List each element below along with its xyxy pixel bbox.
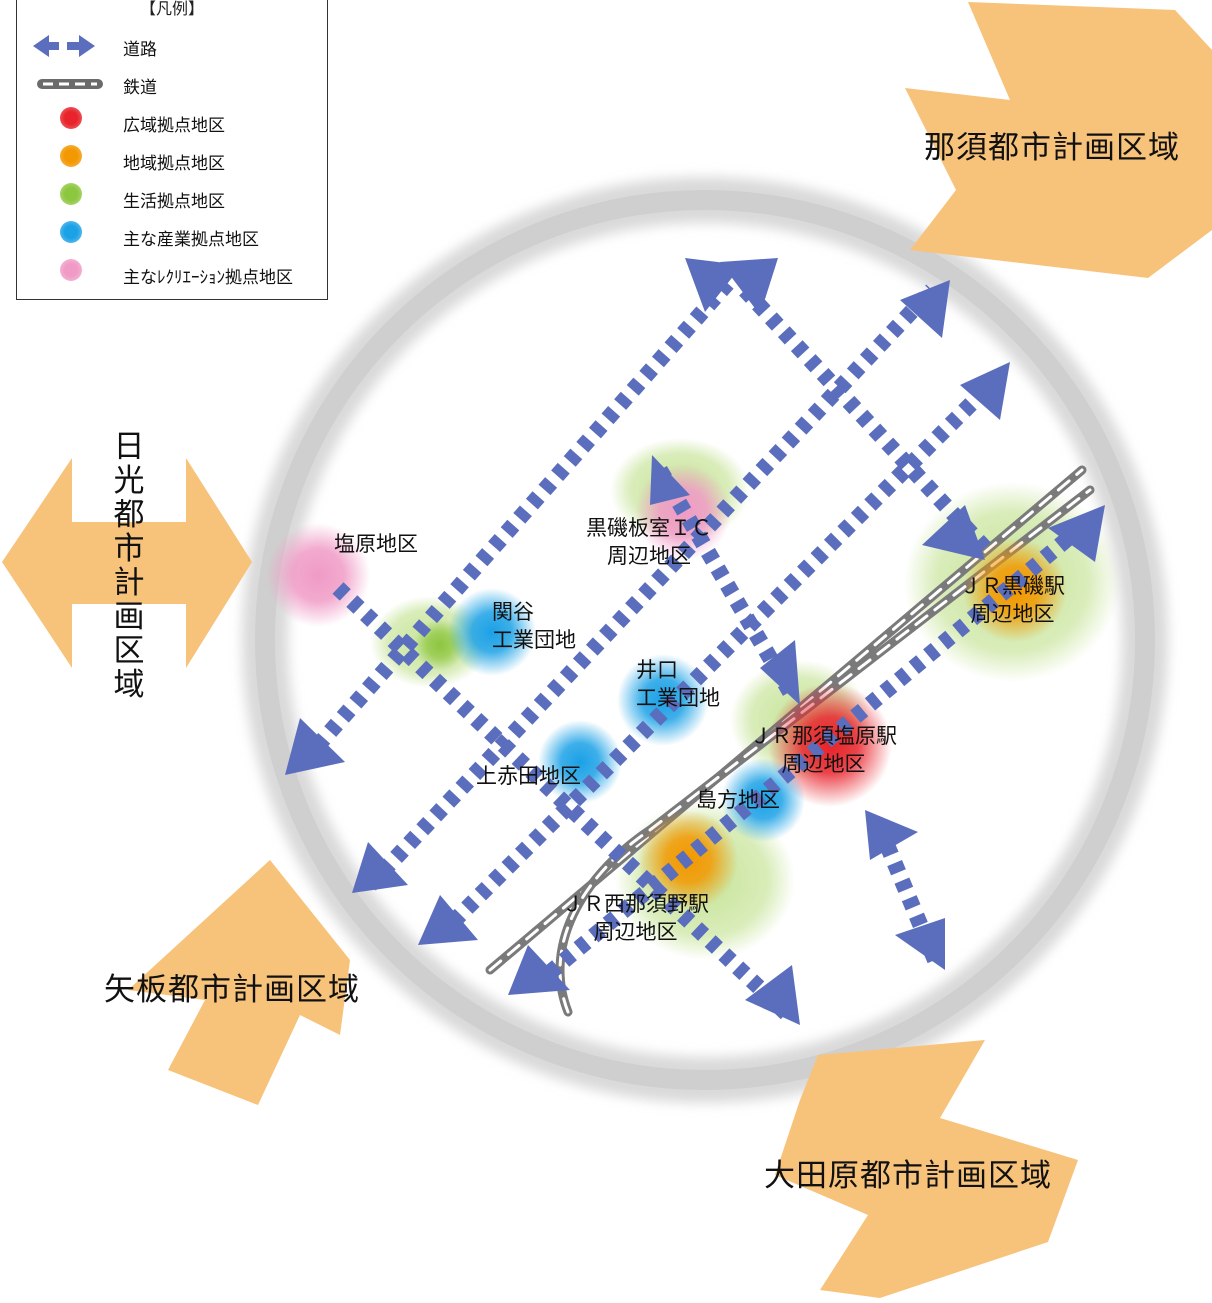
district-iguchi: 井口 工業団地 — [636, 656, 720, 712]
district-kuroiso-ic-line1: 黒磯板室ＩＣ — [586, 516, 712, 540]
road-arrows — [299, 269, 1096, 1021]
legend: 【凡例】 道路 鉄道 広域拠点地区 地域拠点地区 生活拠点地区 主な産業拠点地区… — [16, 0, 328, 300]
district-shimakata: 島方地区 — [696, 788, 780, 812]
legend-item-living: 生活拠点地区 — [17, 179, 327, 217]
legend-label-living: 生活拠点地区 — [123, 192, 225, 212]
road-arrowheads — [285, 258, 1105, 1025]
district-jr-nasushiobara-line1: ＪＲ那須塩原駅 — [750, 724, 897, 748]
district-sekiya-line1: 関谷 — [492, 600, 534, 624]
living-dot-icon — [60, 183, 82, 205]
legend-label-wide-area: 広域拠点地区 — [123, 116, 225, 136]
wide-area-dot-icon — [60, 107, 82, 129]
legend-label-recreation: 主なﾚｸﾘｴｰｼｮﾝ拠点地区 — [123, 268, 293, 288]
district-jr-kuroiso-line2: 周辺地区 — [970, 602, 1055, 626]
region-label-yaita: 矢板都市計画区域 — [104, 972, 360, 1008]
district-shiobara: 塩原地区 — [334, 532, 418, 556]
regional-dot-icon — [60, 145, 82, 167]
district-jr-nishinasuno-line2: 周辺地区 — [593, 920, 678, 944]
legend-label-road: 道路 — [123, 40, 157, 60]
industrial-dot-icon — [60, 221, 82, 243]
region-label-nasu: 那須都市計画区域 — [924, 130, 1180, 166]
district-jr-kuroiso-line1: ＪＲ黒磯駅 — [960, 574, 1065, 598]
region-arrow-nasu — [905, 2, 1212, 278]
railway-icon — [37, 79, 103, 89]
region-arrow-otawara — [775, 1040, 1078, 1298]
district-jr-nishinasuno-line1: ＪＲ西那須野駅 — [562, 892, 709, 916]
legend-item-recreation: 主なﾚｸﾘｴｰｼｮﾝ拠点地区 — [17, 255, 327, 293]
road-arrow-icon — [33, 35, 95, 57]
district-kuroiso-ic: 黒磯板室ＩＣ 周辺地区 — [586, 514, 712, 570]
legend-item-industrial: 主な産業拠点地区 — [17, 217, 327, 255]
district-sekiya: 関谷 工業団地 — [492, 598, 576, 654]
district-jr-nasushiobara-line2: 周辺地区 — [781, 752, 866, 776]
legend-label-industrial: 主な産業拠点地区 — [123, 230, 259, 250]
district-kuroiso-ic-line2: 周辺地区 — [607, 544, 691, 568]
district-iguchi-line1: 井口 — [636, 658, 678, 682]
recreation-dot-icon — [60, 259, 82, 281]
legend-item-road: 道路 — [17, 27, 327, 65]
district-sekiya-line2: 工業団地 — [492, 628, 576, 652]
legend-item-regional: 地域拠点地区 — [17, 141, 327, 179]
region-label-nikko: 日光都市計画区域 — [113, 429, 145, 703]
legend-label-regional: 地域拠点地区 — [123, 154, 225, 174]
district-jr-nishinasuno: ＪＲ西那須野駅 周辺地区 — [562, 890, 709, 946]
district-iguchi-line2: 工業団地 — [636, 686, 720, 710]
region-label-otawara: 大田原都市計画区域 — [764, 1158, 1052, 1194]
legend-item-railway: 鉄道 — [17, 65, 327, 103]
district-kamiakada: 上赤田地区 — [476, 764, 581, 788]
region-arrow-yaita — [128, 860, 350, 1105]
living-zones — [370, 438, 1120, 960]
district-jr-nasushiobara: ＪＲ那須塩原駅 周辺地区 — [750, 722, 897, 778]
region-arrow-nikko — [2, 458, 252, 668]
legend-item-wide-area: 広域拠点地区 — [17, 103, 327, 141]
legend-title: 【凡例】 — [139, 0, 204, 18]
legend-label-railway: 鉄道 — [123, 78, 157, 98]
district-jr-kuroiso: ＪＲ黒磯駅 周辺地区 — [960, 572, 1065, 628]
